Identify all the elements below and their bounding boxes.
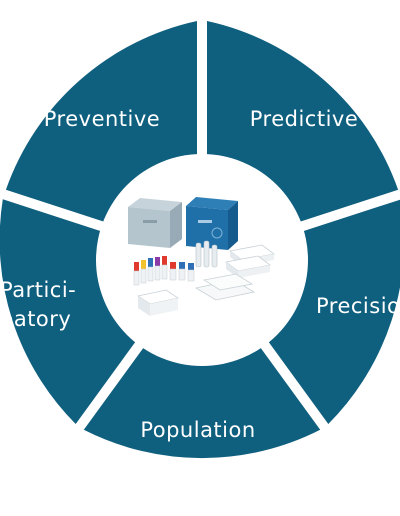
label-participatory: Partici- patory [0, 278, 83, 331]
segment-population [83, 333, 321, 459]
center-product-image [96, 154, 308, 366]
label-precision: Precision [316, 294, 400, 318]
label-preventive: Preventive [44, 107, 160, 131]
center-circle [96, 154, 308, 366]
label-population: Population [140, 418, 255, 442]
product-kit-icon [128, 197, 275, 316]
label-predictive: Predictive [250, 107, 359, 131]
